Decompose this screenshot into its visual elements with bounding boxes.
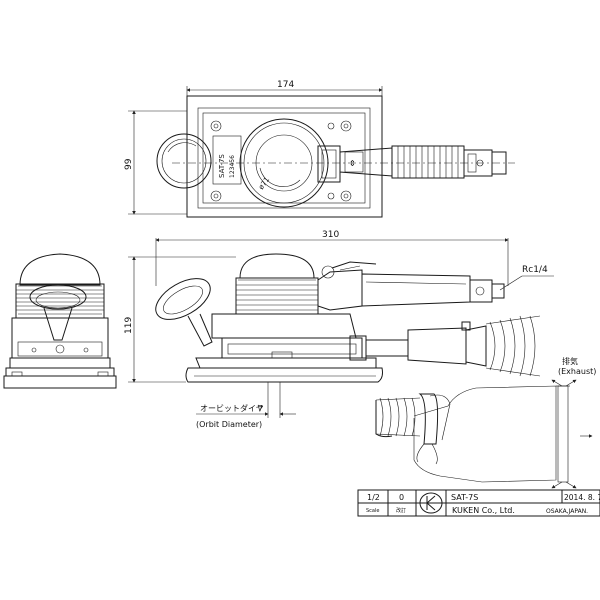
dim-side-length: 310	[322, 230, 339, 240]
top-view-plate	[186, 95, 383, 218]
exhaust-label-en: (Exhaust)	[558, 367, 596, 376]
side-view-hose	[465, 315, 541, 377]
top-view-hose	[391, 145, 465, 179]
top-view: SAT-7S 123456 ø71 ⇕	[124, 80, 515, 218]
exhaust-detail: 排気 (Exhaust)	[375, 356, 596, 489]
model-plate-text: SAT-7S	[218, 154, 226, 178]
serial-plate-text: 123456	[229, 155, 236, 178]
thread-label: Rc1/4	[522, 265, 548, 275]
dim-side-height: 119	[124, 317, 134, 334]
dim-top-height: 99	[124, 158, 134, 170]
title-location: OSAKA,JAPAN.	[546, 508, 588, 515]
pad-diameter-label: ø71	[257, 176, 271, 191]
orbit-label-en: (Orbit Diameter)	[196, 420, 262, 429]
dim-top-width: 174	[277, 80, 294, 90]
exhaust-label-jp: 排気	[562, 356, 578, 366]
orbit-label-jp: オービットダイヤ	[200, 403, 264, 413]
title-model: SAT-7S	[451, 493, 478, 502]
top-view-screws	[210, 120, 352, 202]
title-company: KUKEN Co., Ltd.	[452, 506, 515, 515]
svg-text:⇕: ⇕	[349, 159, 356, 168]
scale-value: 1/2	[367, 493, 380, 502]
side-view: Rc1/4 310 119	[124, 230, 554, 429]
title-block: 1/2 Scale 0 改訂 SAT-7S 2014. 8. 7 KUKEN C…	[357, 489, 600, 517]
orbit-value: 7	[258, 404, 263, 413]
scale-label: Scale	[366, 508, 379, 514]
title-date: 2014. 8. 7	[564, 493, 600, 502]
front-view	[3, 253, 117, 389]
revision-label: 改訂	[396, 507, 406, 514]
revision-value: 0	[399, 493, 404, 502]
kuken-logo	[419, 492, 443, 514]
